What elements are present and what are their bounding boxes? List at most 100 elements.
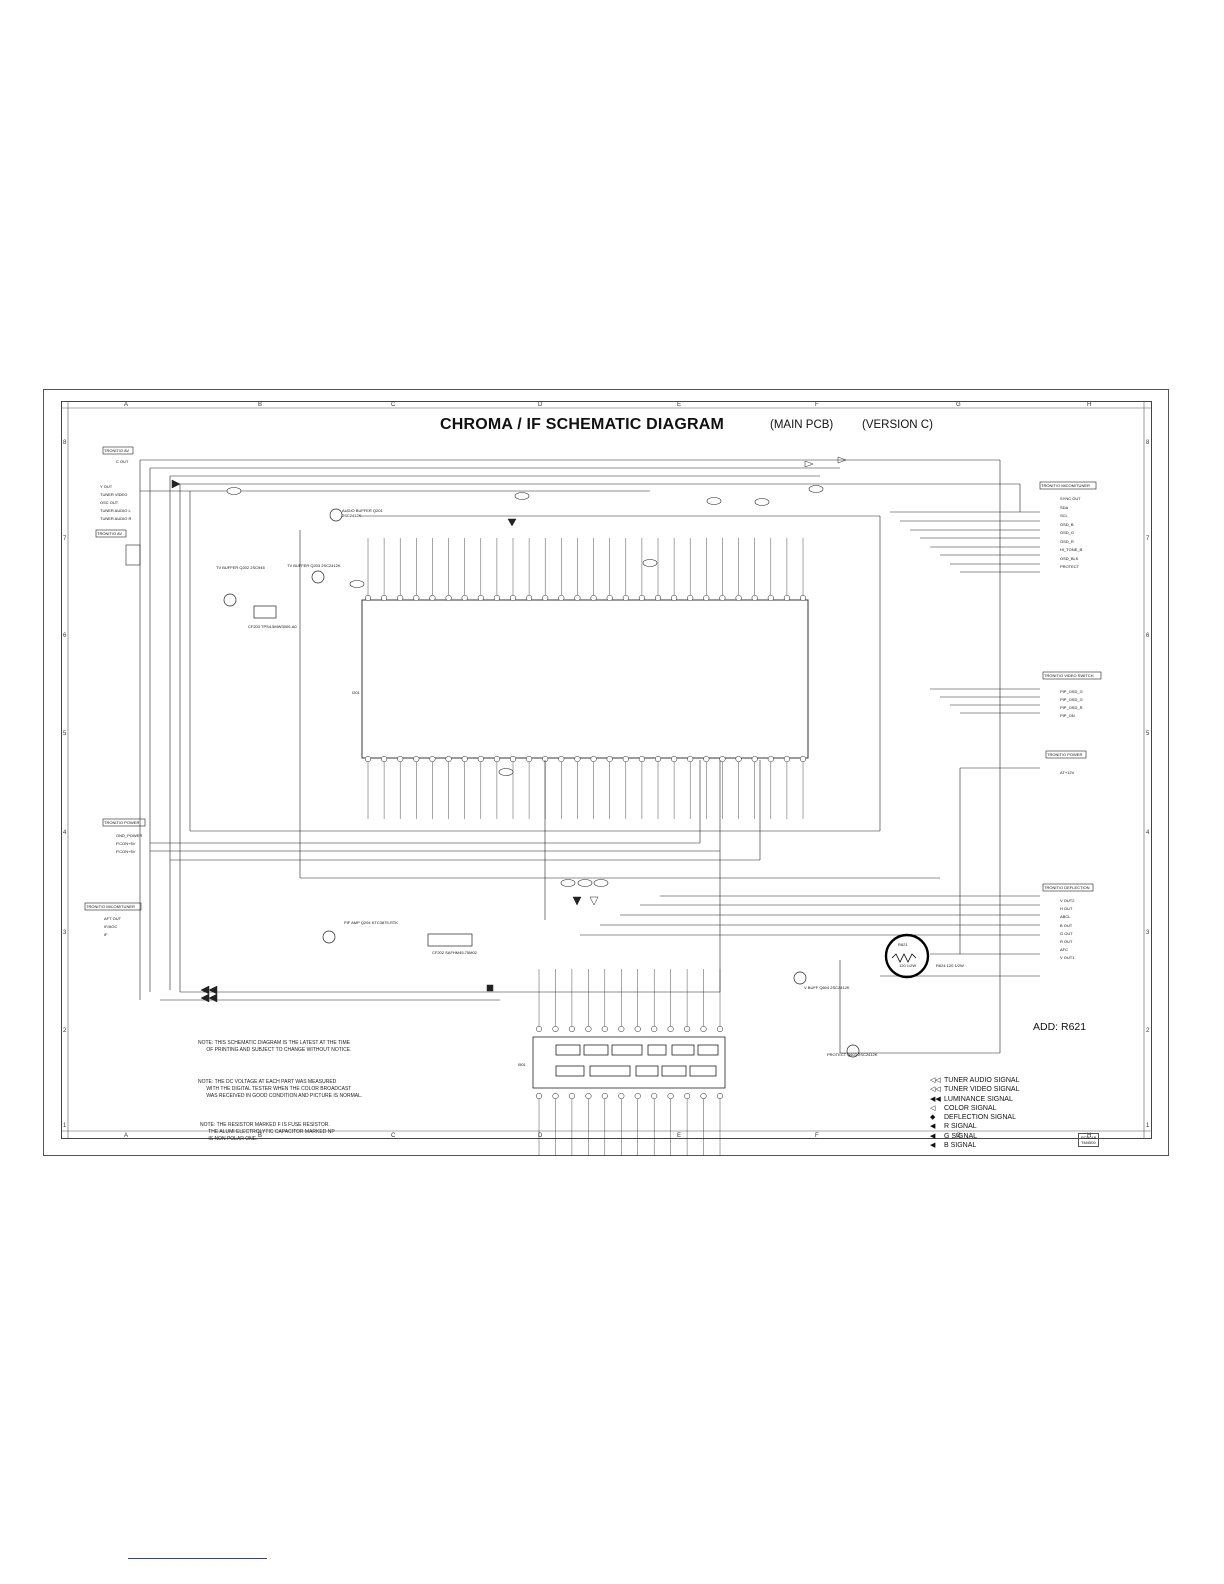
ic-pin <box>493 594 500 602</box>
connector-pin-label: IF <box>104 932 108 937</box>
component-label: PIF AMP Q204 KTC3875-RTK <box>344 920 398 925</box>
grid-column-label-top: F <box>815 402 819 408</box>
component-label: CF203 TPS4.5MW3000-A0 <box>248 624 297 629</box>
color-signal-icon: ◁ <box>930 1104 936 1112</box>
r-signal-icon: ◀ <box>930 1123 936 1131</box>
legend-label: B SIGNAL <box>944 1142 977 1150</box>
component-label: TV BUFFER Q202 2SC945 <box>216 565 265 570</box>
ic-pin <box>509 755 517 763</box>
ic-pin <box>618 1025 625 1033</box>
ic-pin <box>687 755 694 763</box>
deflection-ic-pins <box>535 969 724 1156</box>
grid-column-label-top: G <box>956 402 961 408</box>
ic-pin <box>638 594 645 602</box>
grid-column-label-top: A <box>124 402 128 408</box>
connector-pin-label: TUNER AUDIO L <box>100 508 131 513</box>
deflection-signal-icon: ◆ <box>930 1114 936 1122</box>
grid-row-label-left: 1 <box>63 1123 67 1129</box>
grid-row-label-right: 8 <box>1146 440 1150 446</box>
ic-pin <box>542 594 549 602</box>
connector-pin-label: HI_TONE_B <box>1060 547 1083 552</box>
ic-pin <box>767 594 774 602</box>
connector-label: TRONIT/O VIDEO SWITCH <box>1044 673 1094 678</box>
ic-pin <box>445 755 452 763</box>
connector-pin-label: OSD_R <box>1060 538 1074 544</box>
ic-pin <box>667 1025 674 1033</box>
ic-pin <box>654 594 662 602</box>
ic-pin <box>606 594 613 602</box>
connector-pin-label: V OUT1 <box>1060 955 1075 961</box>
ic-pin <box>606 755 613 763</box>
ic-pin <box>783 755 790 763</box>
grid-column-label-bottom: A <box>124 1133 128 1139</box>
deflection-ic-i501 <box>532 1036 726 1089</box>
connector-label: TRONIT/O AV <box>104 448 130 453</box>
ic-pin <box>687 594 694 602</box>
grid-row-label-right: 7 <box>1146 536 1150 542</box>
ic-pin <box>601 1025 608 1033</box>
ic-pin <box>381 755 388 763</box>
note-fuse-resistor: NOTE: THE RESISTOR MARKED F IS FUSE RESI… <box>200 1122 335 1142</box>
component-label: 120 1/2W <box>899 963 917 968</box>
ic-pin <box>590 594 597 602</box>
version-label: (VERSION C) <box>862 419 933 431</box>
ic-pin <box>700 1025 707 1033</box>
ic-pin <box>477 755 484 763</box>
ic-pin <box>493 755 500 763</box>
component-label: I501 <box>518 1062 526 1067</box>
ic-pin <box>509 594 517 602</box>
ic-pin <box>445 594 452 602</box>
board-label: (MAIN PCB) <box>770 419 834 431</box>
pcb-code: PCB01B TM4500 <box>1078 1133 1100 1147</box>
legend-label: G SIGNAL <box>944 1132 978 1140</box>
schematic-frame <box>61 401 1152 1139</box>
ic-pin <box>568 1092 575 1100</box>
note-latest: NOTE: THIS SCHEMATIC DIAGRAM IS THE LATE… <box>198 1040 352 1053</box>
connector-label: TRONIT/O POWER <box>104 820 140 825</box>
ic-pin <box>535 1025 543 1033</box>
circle-tags <box>226 485 824 887</box>
vertical-lines <box>139 460 1021 1053</box>
connector-label: TRONIT/O POWER <box>1047 752 1083 757</box>
legend-row: ◀ G SIGNAL <box>930 1132 1019 1141</box>
connector-pin-label: OSC OUT <box>100 500 119 505</box>
connector-pin-label: PROTECT <box>1060 564 1080 569</box>
legend-label: TUNER VIDEO SIGNAL <box>944 1086 1020 1094</box>
legend-row: ◀◀LUMINANCE SIGNAL <box>930 1095 1019 1104</box>
connector-pin-label: GND_POWER <box>116 833 143 838</box>
chroma-ic-i201 <box>361 599 809 759</box>
footer-link[interactable] <box>128 1558 267 1559</box>
legend-label: R SIGNAL <box>944 1123 977 1131</box>
signal-legend: ◁◁TUNER AUDIO SIGNAL◁◁TUNER VIDEO SIGNAL… <box>930 1076 1019 1150</box>
grid-column-label-top: H <box>1087 402 1091 408</box>
ic-pin <box>590 755 597 763</box>
ic-pin <box>751 755 758 763</box>
ic-pin <box>429 755 436 763</box>
grid-column-label-bottom: F <box>815 1133 819 1139</box>
g-signal-icon: ◀ <box>930 1132 936 1140</box>
connector-pin-label: P.CON+5V <box>116 849 136 854</box>
ic-pin <box>703 755 710 763</box>
note-dc-voltage: NOTE: THE DC VOLTAGE AT EACH PART WAS ME… <box>198 1079 363 1099</box>
connector-pin-label: IF/AGC <box>104 924 118 929</box>
ic-pin <box>767 755 774 763</box>
ic-pin <box>651 1025 658 1033</box>
legend-row: ◁◁TUNER VIDEO SIGNAL <box>930 1085 1019 1094</box>
component-label: V BUFF Q604 2SC2412K <box>804 985 850 990</box>
add-note: ADD: R621 <box>1033 1021 1087 1033</box>
ic-pin <box>783 594 790 602</box>
ic-pins-bottom <box>364 755 807 819</box>
grid-row-label-left: 6 <box>63 633 67 639</box>
connector-label: TRONIT/O DEFLECTION <box>1044 885 1090 890</box>
b-signal-icon: ◀ <box>930 1142 936 1150</box>
ic-pin <box>751 594 758 602</box>
diagram-title: CHROMA / IF SCHEMATIC DIAGRAM <box>440 416 725 433</box>
connector-pin-label: PIP_OSD_R <box>1060 705 1083 710</box>
ic-pin <box>568 1025 575 1033</box>
ic-pin <box>526 594 533 602</box>
ic-pin <box>477 594 484 602</box>
connector-pin-label: OSD_B <box>1060 521 1074 527</box>
ic-pin <box>651 1092 658 1100</box>
grid-column-label-bottom: B <box>258 1133 262 1139</box>
